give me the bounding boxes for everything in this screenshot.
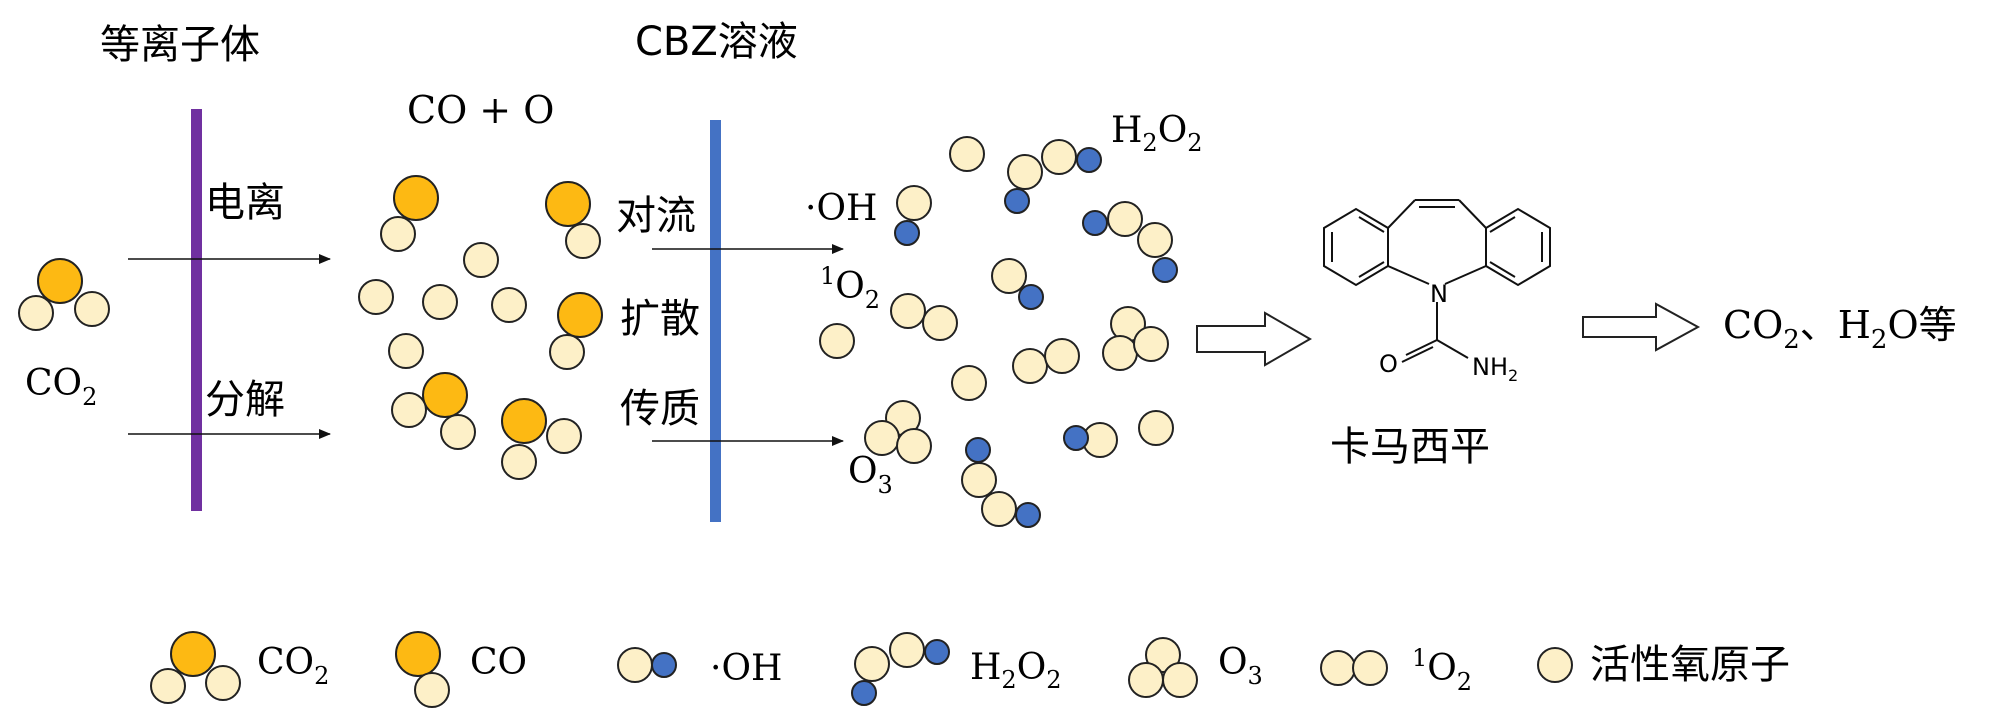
co2-left-label: CO2: [25, 363, 97, 411]
h2o2-oxygen: [1137, 222, 1173, 258]
carbamazepine-label: 卡马西平: [1330, 424, 1490, 470]
h2o2-oxygen: [1041, 139, 1077, 175]
oh-oxygen: [991, 258, 1027, 294]
cbz-solution-title: CBZ溶液: [635, 19, 798, 65]
co-oxygen-atom: [565, 223, 601, 259]
h2o2-hydrogen: [965, 437, 991, 463]
h2o2-oxygen: [1107, 201, 1143, 237]
o-atom: [951, 365, 987, 401]
legend-co-symbol: [395, 631, 450, 708]
convection-label: 对流: [616, 193, 696, 239]
h2o2-oxygen: [981, 491, 1017, 527]
nitrogen-atom-label: N: [1430, 280, 1448, 308]
singlet-o2-atom: [1012, 348, 1048, 384]
o3-label: O3: [848, 451, 893, 499]
legend-o3-symbol: [1128, 637, 1198, 698]
co2-molecule-left: [18, 258, 110, 331]
co-oxygen-atom: [391, 392, 427, 428]
o-atom: [422, 284, 458, 320]
plasma-title: 等离子体: [100, 22, 260, 68]
co-oxygen-atom: [549, 334, 585, 370]
h2o2-hydrogen: [1004, 188, 1030, 214]
legend: CO2 CO ·OH H2O2 O3: [150, 631, 1790, 708]
co-o-cloud: [358, 175, 603, 480]
legend-oh-symbol: [617, 647, 677, 683]
h2o2-hydrogen: [1082, 210, 1108, 236]
co-carbon-atom: [393, 175, 439, 221]
oh-hydrogen: [1018, 284, 1044, 310]
block-arrow-to-cbz: [1196, 311, 1312, 367]
legend-singlet-o2-symbol: [1320, 650, 1388, 686]
carbon-atom: [37, 258, 83, 304]
singlet-o2-atom: [922, 305, 958, 341]
oh-oxygen: [896, 185, 932, 221]
oh-hydrogen: [894, 220, 920, 246]
o3-atom: [864, 420, 900, 456]
mass-transfer-label: 传质: [620, 386, 700, 432]
amine-group-label: NH2: [1472, 353, 1518, 385]
oxygen-atom: [74, 291, 110, 327]
ionization-label: 电离: [205, 180, 285, 226]
o-atom: [463, 242, 499, 278]
h2o2-hydrogen: [1076, 147, 1102, 173]
co-plus-o-label: CO + O: [407, 88, 554, 132]
legend-singlet-o2-label: 1O2: [1412, 644, 1472, 696]
oh-hydrogen: [1063, 425, 1089, 451]
o3-atom: [1133, 326, 1169, 362]
singlet-o2-atom: [1044, 338, 1080, 374]
h2o2-label: H2O2: [1111, 110, 1202, 157]
co-oxygen-atom: [501, 444, 537, 480]
o-atom: [949, 136, 985, 172]
oxygen-atom: [18, 295, 54, 331]
diffusion-label: 扩散: [620, 296, 700, 342]
products-label: CO2、H2O等: [1723, 303, 1957, 355]
singlet-oxygen-label: 1O2: [820, 262, 880, 314]
co-carbon-atom: [557, 292, 603, 338]
co-oxygen-atom: [440, 414, 476, 450]
solution-interface-bar: [710, 120, 721, 522]
h2o2-oxygen: [961, 462, 997, 498]
legend-h2o2-label: H2O2: [970, 647, 1061, 694]
legend-co2-label: CO2: [257, 642, 329, 690]
o-atom: [388, 333, 424, 369]
left-benzene-ring: [1323, 207, 1389, 287]
legend-co-label: CO: [470, 642, 527, 683]
co-carbon-atom: [422, 372, 468, 418]
co-carbon-atom: [501, 398, 547, 444]
singlet-o2-atom: [890, 293, 926, 329]
co-oxygen-atom: [546, 418, 582, 454]
oxygen-atom-label: O: [1379, 350, 1398, 378]
o3-atom: [1102, 335, 1138, 371]
carbamazepine-structure: [1323, 199, 1551, 363]
o3-atom: [896, 428, 932, 464]
o-atom: [358, 279, 394, 315]
h2o2-hydrogen: [1015, 502, 1041, 528]
legend-h2o2-symbol: [851, 632, 950, 706]
legend-o3-label: O3: [1218, 642, 1263, 690]
legend-o-atom-symbol: [1537, 647, 1573, 683]
reactive-species-cloud: [819, 136, 1178, 528]
h2o2-oxygen: [1007, 154, 1043, 190]
right-benzene-ring: [1485, 207, 1551, 287]
legend-co2-symbol: [150, 631, 241, 704]
co-carbon-atom: [545, 181, 591, 227]
h2o2-hydrogen: [1152, 257, 1178, 283]
o-atom: [819, 323, 855, 359]
block-arrow-to-products: [1582, 302, 1701, 352]
o-atom: [491, 287, 527, 323]
co-oxygen-atom: [380, 216, 416, 252]
oh-label: ·OH: [805, 188, 877, 229]
plasma-bar: [191, 109, 202, 511]
legend-oh-label: ·OH: [710, 648, 782, 689]
decomposition-label: 分解: [205, 377, 285, 423]
legend-active-oxygen-label: 活性氧原子: [1590, 642, 1790, 688]
o-atom: [1138, 410, 1174, 446]
